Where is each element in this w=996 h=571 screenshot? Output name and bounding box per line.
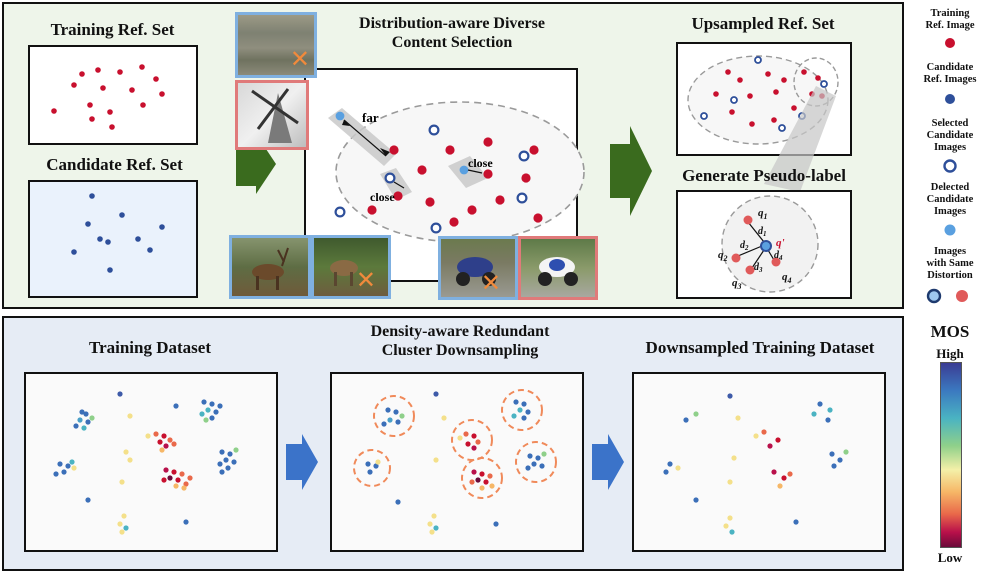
mos-low-label: Low	[937, 550, 963, 565]
training-dataset-box	[24, 372, 278, 552]
legend-same-distortion-dots	[926, 288, 968, 304]
candidate-ref-dots	[71, 193, 165, 273]
distribution-title: Distribution-aware Diverse Content Selec…	[332, 14, 572, 52]
d4-label: d4	[774, 250, 783, 262]
windmill-icon	[251, 88, 299, 143]
d3-label: d3	[754, 262, 763, 274]
photo-motorbike-1: ✕	[438, 236, 518, 300]
photo-motorbike-2	[518, 236, 598, 300]
downsampled-title: Downsampled Training Dataset	[645, 338, 875, 357]
mos-high-label: High	[936, 346, 964, 361]
reject-x-icon: ✕	[355, 266, 376, 294]
downsampled-scatter	[663, 393, 849, 535]
legend-text: Selected	[931, 118, 969, 129]
q1-label: q1	[758, 207, 768, 221]
legend-text: Candidate	[926, 194, 974, 205]
legend-text: Images	[933, 246, 967, 257]
photo-wood-texture: ✕	[235, 12, 317, 78]
legend-same-distortion: Images with Same Distortion	[908, 246, 992, 282]
pseudo-label-title: Generate Pseudo-label	[682, 166, 846, 185]
photo-windmill	[235, 80, 309, 150]
candidate-ref-set-title: Candidate Ref. Set	[46, 155, 183, 174]
training-dataset-title: Training Dataset	[89, 338, 211, 357]
q3-label: q3	[732, 277, 742, 291]
selection-scatter: far close close	[328, 101, 585, 243]
blue-arrow-left	[286, 434, 318, 490]
pseudo-label-diagram: q1 q2 q3 q4 q' d1 d2 d3 d4	[718, 195, 819, 293]
deer-icon	[330, 260, 358, 286]
legend-text: Ref. Images	[923, 74, 977, 85]
training-dataset-scatter	[53, 391, 239, 535]
d1-label: d1	[758, 226, 767, 238]
density-scatter	[353, 389, 557, 535]
legend-training-dot	[945, 38, 955, 48]
reject-x-icon: ✕	[289, 45, 310, 73]
legend-candidate-ref: Candidate Ref. Images	[908, 62, 992, 86]
legend-delected: Delected Candidate Images	[908, 182, 992, 218]
legend-text: Training	[930, 8, 970, 19]
motorbike-icon	[538, 257, 578, 286]
far-label: far	[362, 110, 379, 125]
blue-arrow-right	[592, 434, 624, 490]
legend-selected-dot	[943, 159, 957, 173]
d2-label: d2	[740, 240, 749, 252]
q2-label: q2	[718, 249, 728, 263]
legend-text: with Same	[926, 258, 974, 269]
q-prime-label: q'	[776, 237, 785, 249]
legend-text: Images	[933, 142, 967, 153]
legend-candidate-dot	[945, 94, 955, 104]
q4-label: q4	[782, 271, 792, 285]
green-arrow-right	[610, 126, 652, 216]
photo-elk	[229, 235, 311, 299]
training-ref-dots	[51, 64, 165, 130]
density-title-line2: Cluster Downsampling	[381, 342, 539, 359]
legend-text: Candidate	[926, 130, 974, 141]
pseudo-label-box: q1 q2 q3 q4 q' d1 d2 d3 d4	[676, 190, 852, 299]
zoom-beam	[764, 86, 836, 192]
distribution-title-line1: Distribution-aware Diverse	[359, 15, 545, 32]
upsampled-title: Upsampled Ref. Set	[691, 14, 835, 33]
downsampled-box	[632, 372, 886, 552]
mos-title: MOS	[930, 322, 970, 341]
training-ref-set-box	[28, 45, 198, 145]
legend-text: Distortion	[927, 270, 973, 281]
mos-colorbar	[940, 362, 962, 548]
close-label-1: close	[370, 190, 395, 204]
photo-deer: ✕	[311, 235, 391, 299]
reject-x-icon: ✕	[480, 269, 501, 297]
legend-text: Ref. Image	[925, 20, 975, 31]
elk-icon	[252, 247, 289, 290]
legend-delected-dot	[944, 224, 956, 236]
density-title-line1: Density-aware Redundant	[370, 323, 550, 340]
density-title: Density-aware Redundant Cluster Downsamp…	[340, 322, 580, 360]
legend-selected: Selected Candidate Images	[908, 118, 992, 154]
candidate-ref-set-box	[28, 180, 198, 298]
distribution-title-line2: Content Selection	[391, 34, 513, 51]
legend-training-ref: Training Ref. Image	[908, 8, 992, 32]
close-label-2: close	[468, 156, 493, 170]
legend-text: Candidate	[926, 62, 974, 73]
legend-text: Images	[933, 206, 967, 217]
motorbike-icon	[456, 257, 496, 286]
training-ref-set-title: Training Ref. Set	[50, 20, 175, 39]
density-box	[330, 372, 584, 552]
legend-text: Delected	[930, 182, 970, 193]
